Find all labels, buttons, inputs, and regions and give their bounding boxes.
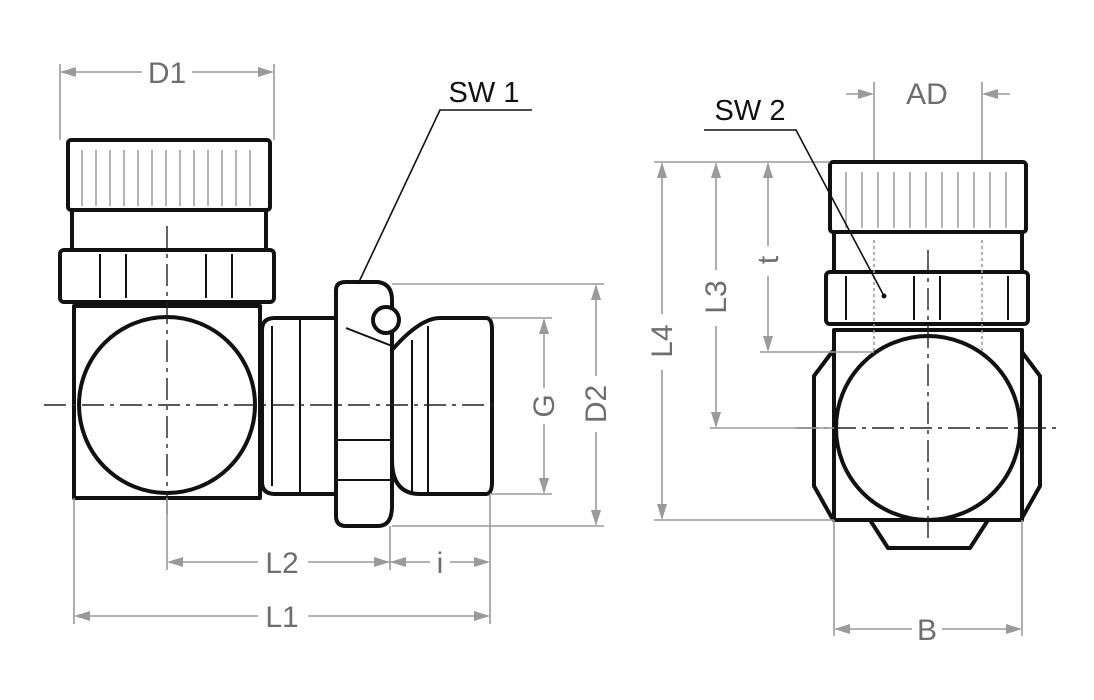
top-thread bbox=[66, 138, 272, 212]
front-view bbox=[796, 160, 1056, 550]
front-top-thread bbox=[828, 160, 1028, 234]
side-view bbox=[44, 138, 500, 528]
front-bottom-tab bbox=[868, 518, 990, 550]
label-d2: D2 bbox=[580, 385, 613, 423]
label-t: t bbox=[752, 255, 785, 264]
front-hex bbox=[824, 270, 1030, 326]
leaders bbox=[357, 109, 887, 299]
male-end bbox=[390, 316, 494, 496]
top-neck bbox=[70, 208, 268, 252]
labels: D1 SW 1 SW 2 AD G D2 L2 i L1 L4 L3 t B bbox=[142, 54, 948, 647]
label-b: B bbox=[917, 614, 937, 647]
label-d1: D1 bbox=[148, 57, 186, 90]
front-thread-lines bbox=[845, 172, 1007, 228]
top-thread-lines bbox=[81, 150, 251, 206]
label-i: i bbox=[437, 547, 444, 580]
label-g: G bbox=[528, 394, 561, 417]
label-l1: L1 bbox=[265, 601, 298, 634]
sw1-nut bbox=[334, 280, 394, 528]
locking-ring bbox=[371, 305, 401, 335]
label-l4: L4 bbox=[646, 324, 679, 357]
label-l3: L3 bbox=[700, 280, 733, 313]
label-sw2: SW 2 bbox=[715, 95, 786, 127]
label-l2: L2 bbox=[265, 547, 298, 580]
label-sw1: SW 1 bbox=[449, 77, 520, 109]
label-ad: AD bbox=[906, 78, 948, 111]
